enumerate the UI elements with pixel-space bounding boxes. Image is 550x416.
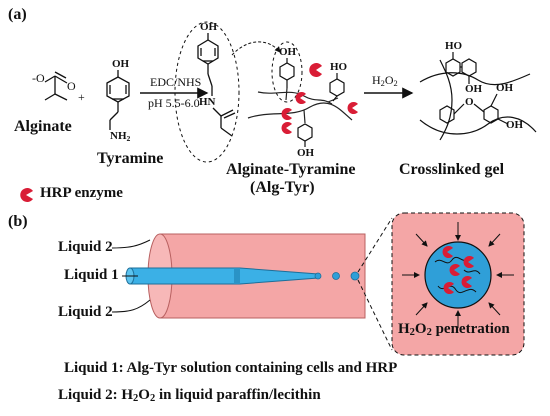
conjugate-highlight-ellipse [174, 21, 240, 163]
panel-a-label: (a) [8, 6, 27, 23]
gel-ether-o: O [465, 96, 474, 108]
curved-pointer-arrow [231, 41, 281, 56]
caption-liquid2: Liquid 2: H2O2 in liquid paraffin/lecith… [58, 387, 321, 404]
h2o2-penetration-label: H2O2 penetration [398, 321, 510, 338]
hrp-enzymes-panel-a [281, 63, 358, 134]
atom-o-minus: -O [32, 71, 45, 85]
reagent-edc-nhs: EDC/NHS [150, 75, 202, 89]
plus-sign: + [78, 90, 85, 104]
hrp-legend-label: HRP enzyme [40, 185, 123, 201]
gel-ho: HO [445, 40, 463, 52]
pendant-oh-1: OH [279, 46, 297, 58]
hrp-legend-icon [20, 188, 33, 202]
gel-oh-3: OH [506, 119, 524, 131]
panel-b-label: (b) [8, 213, 28, 230]
alg-tyr-label-line2: (Alg-Tyr) [250, 179, 315, 196]
tyramine-label: Tyramine [97, 150, 164, 167]
tyramine-structure [106, 70, 130, 130]
reagent-ph: pH 5.5-6.0 [148, 96, 200, 110]
label-leader-lines [111, 239, 151, 313]
liquid1-label: Liquid 1 [64, 267, 119, 283]
alginate-structure [44, 71, 68, 101]
gel-oh-1: OH [465, 83, 483, 95]
pendant-oh-3: OH [297, 147, 315, 159]
alg-tyr-label-line1: Alginate-Tyramine [226, 161, 356, 178]
pendant-ho-2: HO [330, 61, 348, 73]
conjugated-tyramine-structure [197, 33, 236, 137]
liquid2-bottom-label: Liquid 2 [58, 304, 113, 320]
droplets [314, 271, 360, 281]
crosslinked-gel-structure [419, 52, 537, 141]
conjugate-oh: OH [200, 21, 218, 33]
atom-carbonyl-o: O [67, 79, 76, 93]
h2o2-reagent: H2O2 [372, 73, 398, 88]
gel-oh-2: OH [496, 82, 514, 94]
conjugate-hn: HN [199, 96, 216, 108]
liquid2-top-label: Liquid 2 [58, 239, 113, 255]
caption-liquid1: Liquid 1: Alg-Tyr solution containing ce… [64, 360, 398, 376]
alginate-backbone [247, 87, 353, 124]
zoom-indicator-lines [357, 217, 393, 351]
tyramine-oh: OH [112, 58, 130, 70]
small-highlight-ellipse [271, 41, 303, 103]
crosslinked-gel-label: Crosslinked gel [399, 161, 505, 178]
alginate-label: Alginate [14, 118, 72, 135]
pendant-phenol-rings [279, 58, 345, 147]
tyramine-nh2: NH2 [110, 130, 131, 143]
zoomed-droplet [402, 222, 514, 328]
